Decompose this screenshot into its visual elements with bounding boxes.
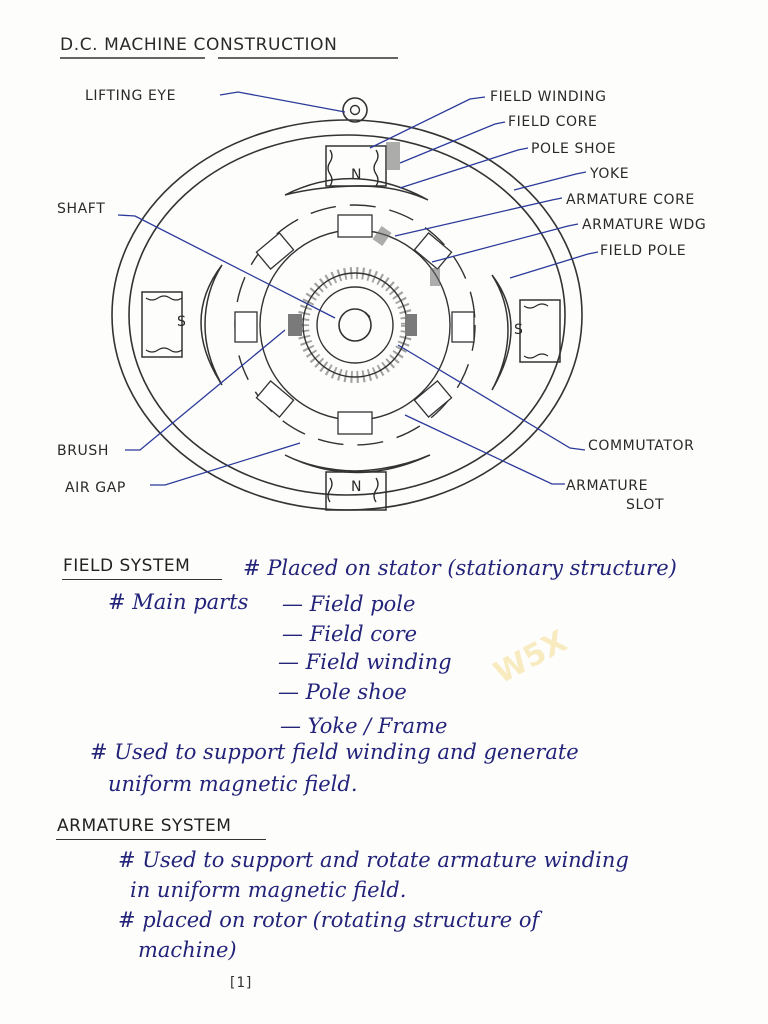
pole-shoe-left bbox=[200, 264, 223, 386]
part-field-core: — Field core bbox=[282, 622, 418, 646]
armature-system-purpose-2: in uniform magnetic field. bbox=[130, 878, 407, 902]
label-lifting-eye: LIFTING EYE bbox=[85, 88, 176, 104]
pole-letter-left: S bbox=[177, 314, 187, 330]
commutator bbox=[297, 267, 413, 383]
armature-shading bbox=[372, 142, 440, 286]
label-air-gap: AIR GAP bbox=[65, 480, 126, 496]
field-core-bottom bbox=[325, 471, 387, 511]
part-field-winding: — Field winding bbox=[278, 650, 452, 674]
leader-lines bbox=[117, 91, 599, 486]
label-yoke: YOKE bbox=[589, 166, 629, 182]
armature-system-placement-2: machine) bbox=[138, 938, 237, 962]
armature-system-heading: ARMATURE SYSTEM bbox=[57, 816, 232, 836]
field-system-purpose-1: # Used to support field winding and gene… bbox=[90, 740, 579, 764]
field-core-left bbox=[141, 291, 183, 358]
pole-letter-right: S bbox=[514, 322, 524, 338]
armature-system-placement-1: # placed on rotor (rotating structure of bbox=[118, 908, 540, 932]
page-number: [1] bbox=[228, 975, 254, 991]
part-field-pole: — Field pole bbox=[282, 592, 416, 616]
brush-right bbox=[405, 314, 417, 336]
label-field-pole: FIELD POLE bbox=[600, 243, 686, 259]
dc-machine-diagram: D.C. MACHINE CONSTRUCTION bbox=[57, 35, 706, 513]
field-system-heading: FIELD SYSTEM bbox=[63, 556, 191, 576]
pole-shoe-right bbox=[491, 274, 512, 391]
field-system-placement: # Placed on stator (stationary structure… bbox=[243, 556, 677, 580]
diagram-labels: LIFTING EYE FIELD WINDING FIELD CORE POL… bbox=[57, 88, 706, 513]
armature-system-underline bbox=[56, 839, 266, 840]
brush-left bbox=[288, 314, 302, 336]
field-system-purpose-2: uniform magnetic field. bbox=[108, 772, 358, 796]
shaft bbox=[338, 308, 372, 342]
pole-letter-bottom: N bbox=[351, 479, 362, 495]
field-windings bbox=[145, 149, 549, 503]
pole-shoe-top bbox=[284, 177, 429, 201]
lifting-eye bbox=[342, 97, 368, 123]
part-yoke-frame: — Yoke / Frame bbox=[280, 714, 448, 738]
field-core-right bbox=[519, 299, 561, 363]
field-system-underline bbox=[62, 579, 222, 580]
pole-letter-top: N bbox=[351, 167, 362, 183]
label-armature-slot-line2: SLOT bbox=[626, 497, 664, 513]
armature-slots bbox=[234, 214, 475, 435]
part-pole-shoe: — Pole shoe bbox=[278, 680, 407, 704]
label-commutator: COMMUTATOR bbox=[588, 438, 694, 454]
label-armature-wdg: ARMATURE WDG bbox=[582, 217, 706, 233]
main-parts-label: # Main parts bbox=[108, 590, 249, 614]
label-field-winding: FIELD WINDING bbox=[490, 89, 607, 105]
label-brush: BRUSH bbox=[57, 443, 109, 459]
field-poles bbox=[141, 145, 561, 511]
label-armature-core: ARMATURE CORE bbox=[566, 192, 695, 208]
label-field-core: FIELD CORE bbox=[508, 114, 597, 130]
brushes bbox=[288, 314, 417, 336]
label-shaft: SHAFT bbox=[57, 201, 105, 217]
label-pole-shoe: POLE SHOE bbox=[531, 141, 616, 157]
watermark: W5X bbox=[488, 623, 573, 692]
label-armature-slot-line1: ARMATURE bbox=[566, 478, 648, 494]
armature-system-purpose-1: # Used to support and rotate armature wi… bbox=[118, 848, 629, 872]
page-title: D.C. MACHINE CONSTRUCTION bbox=[60, 35, 337, 55]
pole-shoe-bottom bbox=[284, 454, 431, 474]
